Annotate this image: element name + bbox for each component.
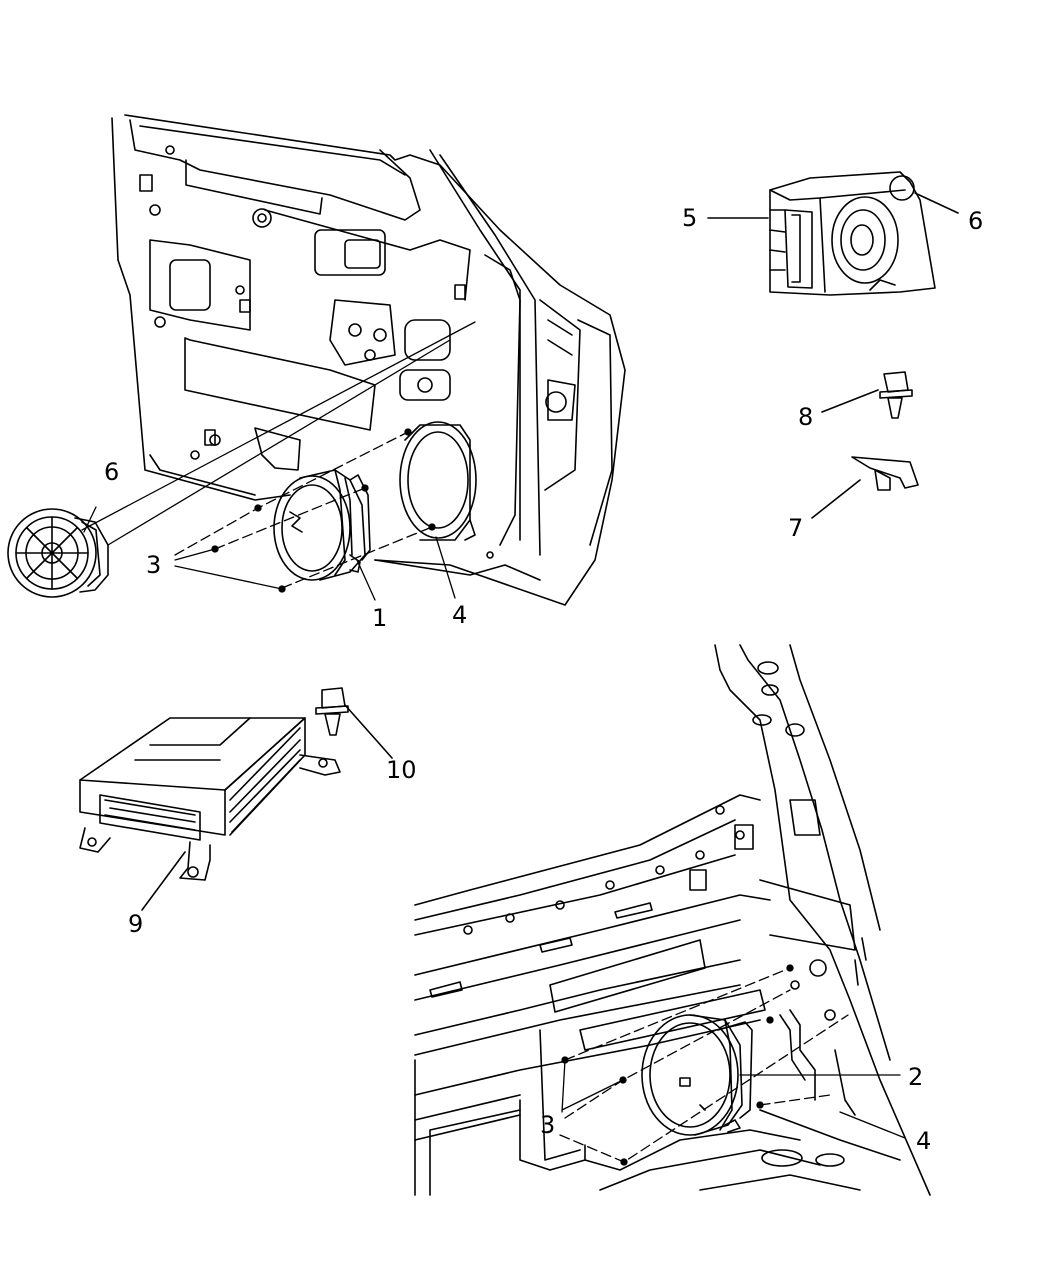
bolt-10 — [315, 687, 349, 736]
callout-3-front: 3 — [146, 551, 162, 579]
callout-2: 2 — [908, 1063, 924, 1091]
callout-9: 9 — [128, 910, 144, 938]
front-door-speaker — [273, 469, 371, 581]
callout-3-rear: 3 — [540, 1111, 556, 1139]
rear-leader-lines — [559, 964, 906, 1166]
clip-nut-7 — [851, 456, 919, 491]
bolt-8 — [879, 371, 913, 419]
door-speaker-opening — [399, 421, 477, 539]
callout-8: 8 — [798, 403, 814, 431]
callout-6-sub: 6 — [968, 207, 984, 235]
leader-10 — [344, 704, 393, 759]
subwoofer-enclosure — [769, 171, 936, 296]
rear-speaker — [641, 1014, 753, 1136]
callout-10: 10 — [386, 756, 417, 784]
callout-7: 7 — [788, 514, 804, 542]
front-door-panel — [111, 114, 626, 606]
amplifier-9 — [79, 717, 341, 881]
leader-8 — [821, 389, 879, 413]
callout-1: 1 — [372, 604, 388, 632]
callout-4-rear: 4 — [916, 1127, 932, 1155]
callout-5: 5 — [682, 204, 698, 232]
leader-6-sub — [914, 192, 959, 214]
leader-7 — [811, 479, 861, 519]
leader-9 — [141, 851, 186, 911]
front-tweeter — [7, 508, 109, 598]
callout-6-front: 6 — [104, 458, 120, 486]
rear-cargo-panel — [414, 644, 931, 1196]
front-leader-lines — [81, 321, 476, 601]
callout-4-front: 4 — [452, 601, 468, 629]
